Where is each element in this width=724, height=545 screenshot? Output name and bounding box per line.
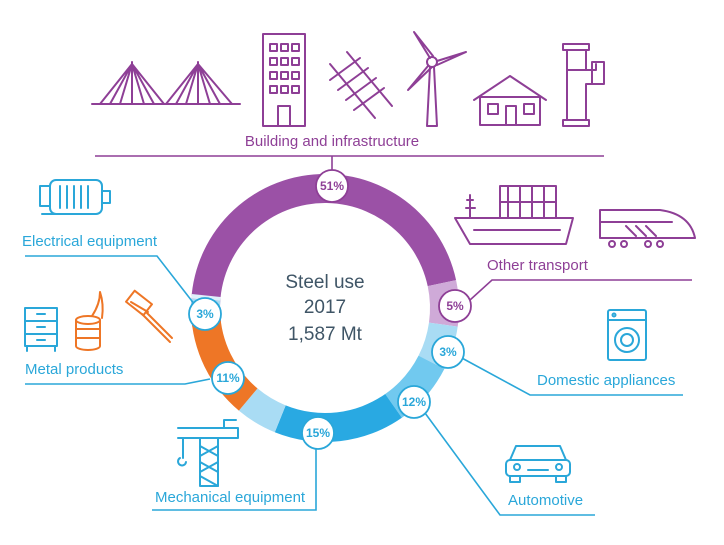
other-transport-connector — [469, 279, 692, 301]
motor-icon — [39, 179, 111, 215]
domestic-connector — [459, 356, 683, 396]
orange-icons — [75, 289, 173, 351]
pct-building: 51% — [315, 169, 349, 203]
pct-mechanical: 15% — [301, 416, 335, 450]
building-icon — [262, 33, 306, 127]
razor-icon — [125, 289, 173, 343]
drawers-icon — [24, 307, 58, 352]
center-label: Steel use 2017 1,587 Mt — [285, 272, 364, 345]
connector-lines — [25, 155, 692, 516]
electrical-connector — [25, 255, 196, 306]
cargo-ship-icon — [454, 185, 574, 245]
blue-icons — [24, 179, 647, 487]
svg-text:51%: 51% — [320, 179, 344, 193]
center-label-title: Steel use — [285, 272, 364, 293]
bridge-icon — [91, 61, 241, 105]
washing-machine-icon — [607, 309, 647, 361]
label-building: Building and infrastructure — [245, 133, 419, 150]
pct-other-transport: 5% — [438, 289, 472, 323]
category-labels: Building and infrastructure Other transp… — [22, 133, 675, 509]
metal-connector — [25, 378, 211, 385]
center-label-total: 1,587 Mt — [288, 324, 363, 345]
house-icon — [473, 75, 547, 126]
donut-segment — [274, 394, 402, 442]
label-automotive: Automotive — [508, 492, 583, 509]
pct-automotive: 12% — [397, 385, 431, 419]
wind-turbine-icon — [407, 31, 467, 127]
svg-text:15%: 15% — [306, 426, 330, 440]
transport-icons — [454, 185, 696, 248]
percent-markers: 51% 5% 3% 12% 15% 11% 3% — [188, 169, 472, 450]
label-electrical: Electrical equipment — [22, 233, 158, 250]
label-metal: Metal products — [25, 361, 123, 378]
automotive-connector — [424, 412, 595, 516]
svg-text:12%: 12% — [402, 395, 426, 409]
label-domestic: Domestic appliances — [537, 372, 675, 389]
train-icon — [599, 209, 696, 248]
svg-text:3%: 3% — [439, 345, 457, 359]
center-label-year: 2017 — [304, 297, 346, 318]
svg-text:5%: 5% — [446, 299, 464, 313]
svg-text:3%: 3% — [196, 307, 214, 321]
svg-text:11%: 11% — [216, 371, 240, 385]
mechanical-connector — [152, 446, 317, 511]
pct-metal: 11% — [211, 361, 245, 395]
pipe-icon — [562, 43, 605, 127]
donut-segment — [191, 174, 457, 327]
label-other-transport: Other transport — [487, 257, 589, 274]
car-icon — [505, 445, 571, 483]
railway-track-icon — [329, 51, 393, 119]
donut-segment — [238, 388, 286, 433]
crane-icon — [177, 419, 239, 487]
pct-domestic: 3% — [431, 335, 465, 369]
label-mechanical: Mechanical equipment — [155, 489, 306, 506]
pct-electrical: 3% — [188, 297, 222, 331]
tin-can-icon — [75, 291, 104, 351]
building-icons — [91, 31, 605, 127]
